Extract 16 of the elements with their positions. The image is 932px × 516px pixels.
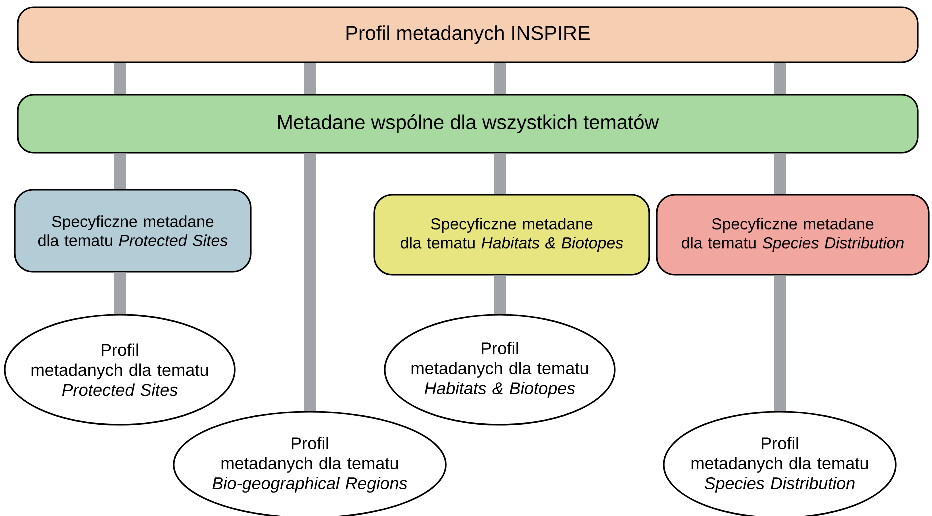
layer-bar: Profil metadanych INSPIRE (17, 6, 919, 64)
connector-bar (494, 154, 506, 194)
connector-bar (114, 63, 126, 94)
theme-box: Specyficzne metadane dla tematu Protected Sites (14, 189, 252, 273)
connector-bar (114, 272, 126, 314)
connector-bar (304, 63, 316, 94)
connector-bar (304, 154, 316, 412)
connector-bar (494, 63, 506, 94)
connector-bar (114, 154, 126, 190)
connector-bar (774, 154, 786, 194)
connector-bar (494, 276, 506, 314)
layer-bar: Metadane wspólne dla wszystkich tematów (17, 94, 919, 154)
theme-box: Specyficzne metadane dla tematu Species Distribution (656, 194, 930, 276)
connector-bar (774, 276, 786, 412)
theme-box: Specyficzne metadane dla tematu Habitats & Biotopes (374, 194, 650, 276)
connector-bar (774, 63, 786, 94)
